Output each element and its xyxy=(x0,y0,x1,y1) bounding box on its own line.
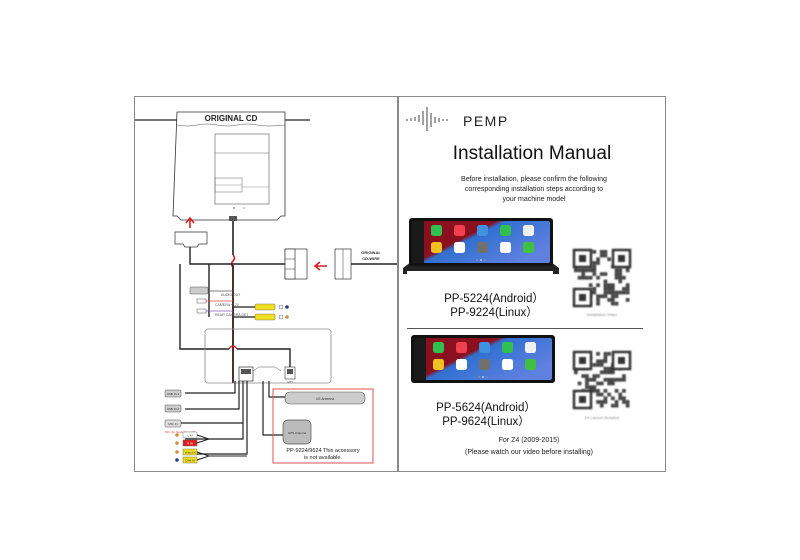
mic-note: MIC (for hands-free call) xyxy=(165,430,195,434)
section-divider xyxy=(407,328,643,329)
footer-video-note: (Please watch our video before installin… xyxy=(464,449,593,456)
gps-antenna xyxy=(282,419,312,445)
product-2-model-android: PP-5624(Android） xyxy=(436,402,536,414)
app-icon-music xyxy=(454,225,465,236)
cam-in-label: CAM IN xyxy=(185,459,195,463)
usb1-label: USB IN 1 xyxy=(167,392,180,396)
manual-title: Installation Manual xyxy=(452,143,612,164)
app-icon-settings xyxy=(477,242,488,253)
original-cd-wire-label-1: ORIGINAL xyxy=(361,250,381,255)
app-icon-mail xyxy=(433,359,444,370)
app-icon-phone xyxy=(431,225,442,236)
video-in-label: Video IN xyxy=(185,451,196,455)
audio-out-label: AUDIO OUT xyxy=(221,293,241,297)
qr-caption-2: Z4 Launch Notation xyxy=(584,415,620,420)
app-icon-phone xyxy=(433,342,444,353)
qr-code-1[interactable] xyxy=(571,247,633,309)
screen-sidebar xyxy=(412,221,424,263)
mic-label: MIC IN xyxy=(168,422,177,426)
gps-antenna-label: GPS Antenna xyxy=(288,431,307,435)
app-icon-waze xyxy=(523,242,534,253)
accessory-box xyxy=(272,388,374,464)
left-arrow-icon xyxy=(313,261,327,271)
subtitle-line: Before installation, please confirm the … xyxy=(461,176,607,183)
app-icon-waze xyxy=(525,359,536,370)
subtitle-line: corresponding installation steps accordi… xyxy=(464,186,604,193)
app-icon-messages xyxy=(500,225,511,236)
camera-label: CAMERA +12V xyxy=(215,303,240,307)
gps-port-label: GPS xyxy=(287,380,293,384)
original-cd-wire-label-2: CD-WIRE xyxy=(362,256,380,261)
app-icon-now-playing xyxy=(525,342,536,353)
original-cd-label: ORIGINAL CD xyxy=(205,114,258,123)
rear-camera-label: REAR CAMERA DET xyxy=(215,313,249,317)
rca-r-label: R IN xyxy=(187,442,193,446)
wiring-diagram: ORIGINAL CD xyxy=(130,111,397,464)
screen-sidebar xyxy=(414,338,426,380)
up-arrow-icon xyxy=(185,216,195,228)
product-2-screen xyxy=(403,333,563,395)
qr-code-2[interactable] xyxy=(571,349,633,411)
app-icon-calendar xyxy=(456,359,467,370)
app-icon-now-playing xyxy=(523,225,534,236)
rca-l-label: L IN xyxy=(187,434,192,438)
app-icon-google-maps xyxy=(500,242,511,253)
product-1-model-android: PP-5224(Android） xyxy=(444,293,544,305)
subtitle-line: your machine model xyxy=(502,196,566,203)
4g-antenna-label: 4G Antenna xyxy=(316,397,335,401)
app-icon-music xyxy=(456,342,467,353)
product-2-model-linux: PP-9624(Linux） xyxy=(442,416,530,428)
pemp-logo-icon xyxy=(406,107,448,131)
usb2-label: USB IN 2 xyxy=(167,407,180,411)
brand-name: PEMP xyxy=(463,113,509,129)
qr-caption-1: Installation Video xyxy=(586,312,618,317)
product-2-models: PP-5624(Android） PP-9624(Linux） xyxy=(421,401,551,429)
4g-antenna xyxy=(284,391,366,405)
manual-cover-page: PEMP Installation Manual Before installa… xyxy=(398,96,666,472)
app-icon-mail xyxy=(431,242,442,253)
app-icon-google-maps xyxy=(502,359,513,370)
manual-subtitle: Before installation, please confirm the … xyxy=(439,175,629,205)
footer-model-year: For Z4 (2009-2015) xyxy=(498,437,560,444)
accessory-note-2: is not available. xyxy=(304,455,342,461)
accessory-note-1: PP-9224/9624 This accessory xyxy=(286,448,360,454)
product-1-model-linux: PP-9224(Linux） xyxy=(450,307,538,319)
app-icon-messages xyxy=(502,342,513,353)
original-cd-unit: ORIGINAL CD xyxy=(130,111,310,221)
wiring-diagram-page: ORIGINAL CD xyxy=(130,96,398,472)
app-icon-calendar xyxy=(454,242,465,253)
app-icon-settings xyxy=(479,359,490,370)
app-icon-maps xyxy=(479,342,490,353)
app-icon-maps xyxy=(477,225,488,236)
product-1-screen xyxy=(401,216,561,278)
product-1-models: PP-5224(Android） PP-9224(Linux） xyxy=(429,292,559,320)
